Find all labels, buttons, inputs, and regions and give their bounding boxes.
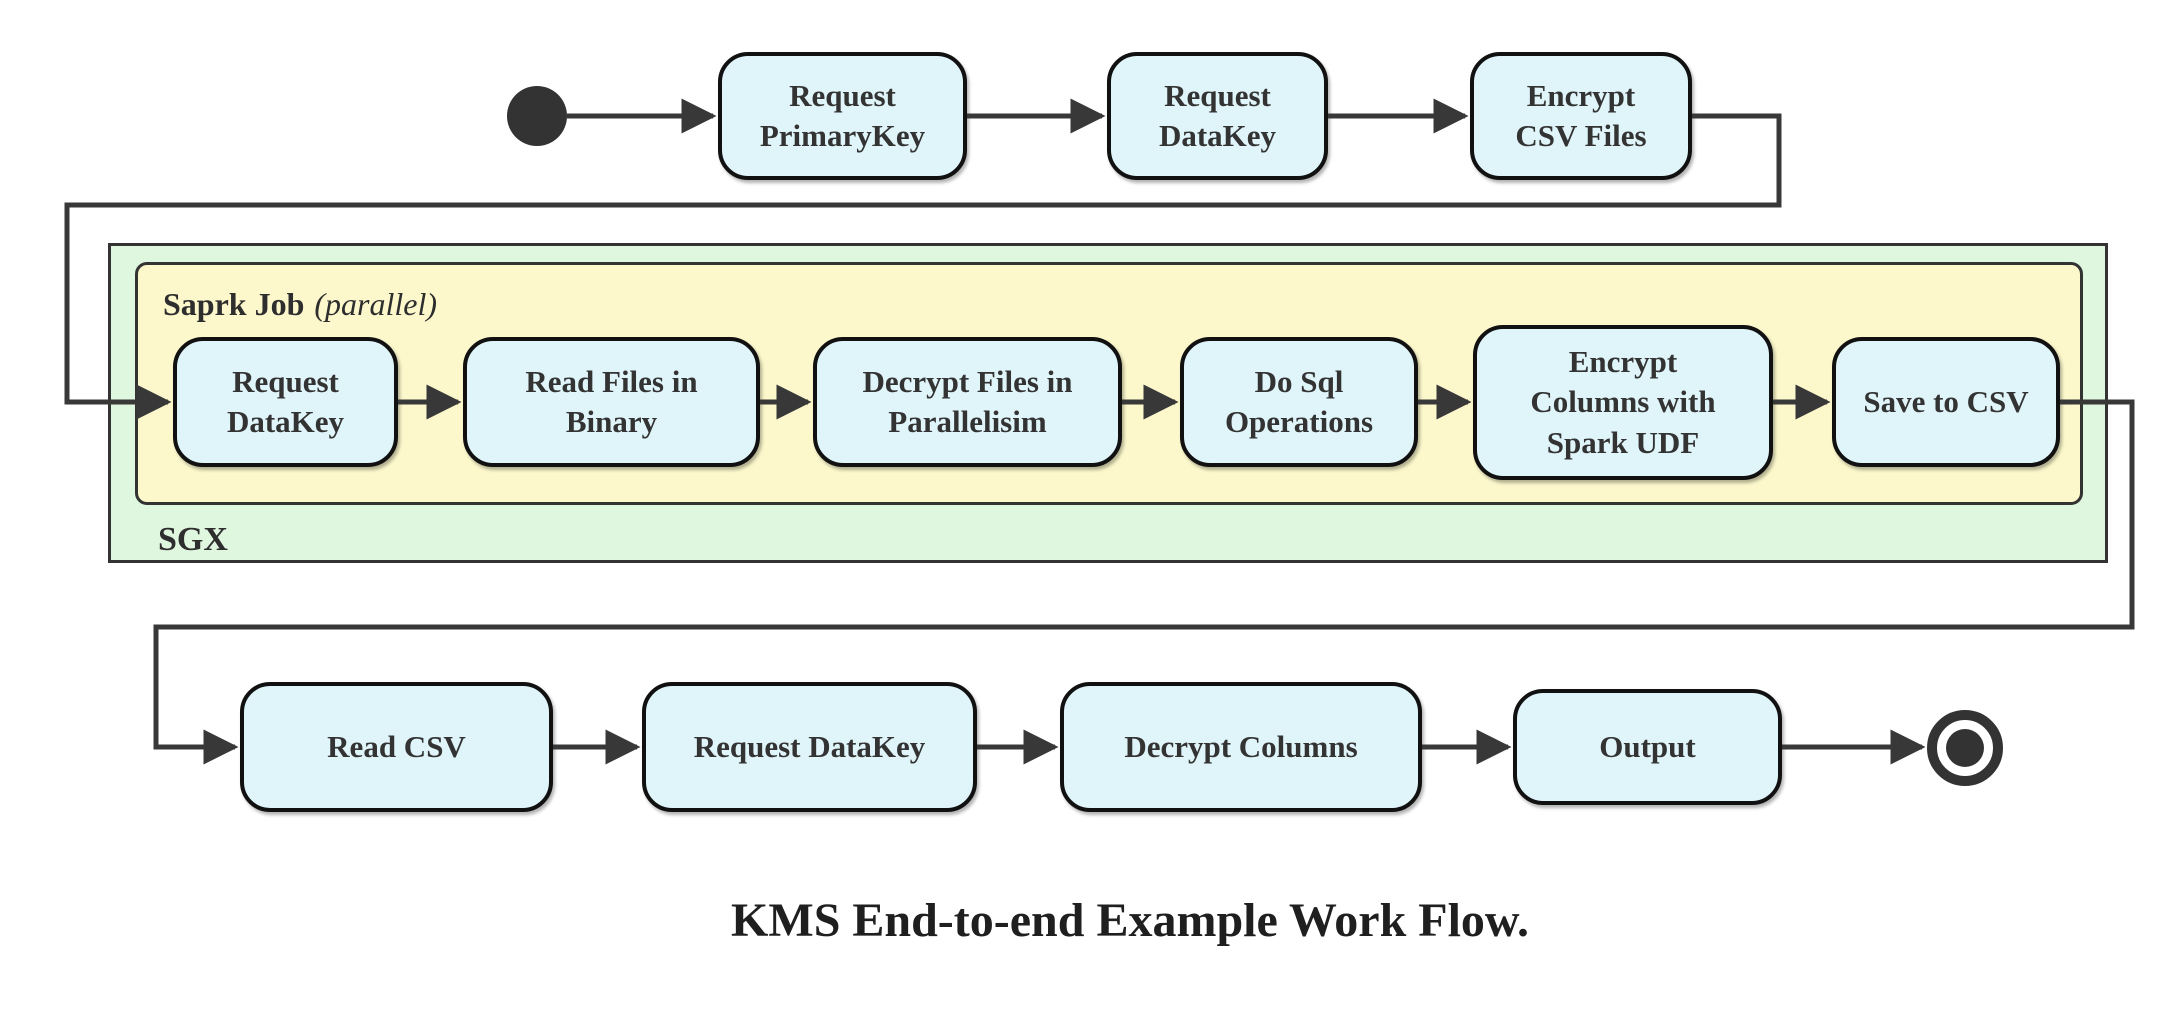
node-request-datakey-sgx: Request DataKey [173, 337, 398, 467]
spark-job-label-text: Saprk Job [163, 286, 305, 322]
node-do-sql-operations: Do Sql Operations [1180, 337, 1418, 467]
node-read-files-in-binary: Read Files in Binary [463, 337, 760, 467]
node-request-primarykey: Request PrimaryKey [718, 52, 967, 180]
node-save-to-csv: Save to CSV [1832, 337, 2060, 467]
diagram-caption: KMS End-to-end Example Work Flow. [731, 894, 1529, 947]
node-request-datakey-top: Request DataKey [1107, 52, 1328, 180]
end-state-icon [1927, 710, 2003, 786]
start-state-icon [507, 86, 567, 146]
node-encrypt-columns-with-spark-udf: Encrypt Columns with Spark UDF [1473, 325, 1773, 480]
sgx-container-label: SGX [158, 521, 228, 558]
spark-job-container-label: Saprk Job(parallel) [163, 286, 437, 323]
node-read-csv: Read CSV [240, 682, 553, 812]
spark-job-parallel-label: (parallel) [314, 286, 438, 322]
node-output: Output [1513, 689, 1782, 805]
node-request-datakey-bottom: Request DataKey [642, 682, 977, 812]
node-encrypt-csv-files: Encrypt CSV Files [1470, 52, 1692, 180]
node-decrypt-files-in-parallelisim: Decrypt Files in Parallelisim [813, 337, 1122, 467]
node-decrypt-columns: Decrypt Columns [1060, 682, 1422, 812]
